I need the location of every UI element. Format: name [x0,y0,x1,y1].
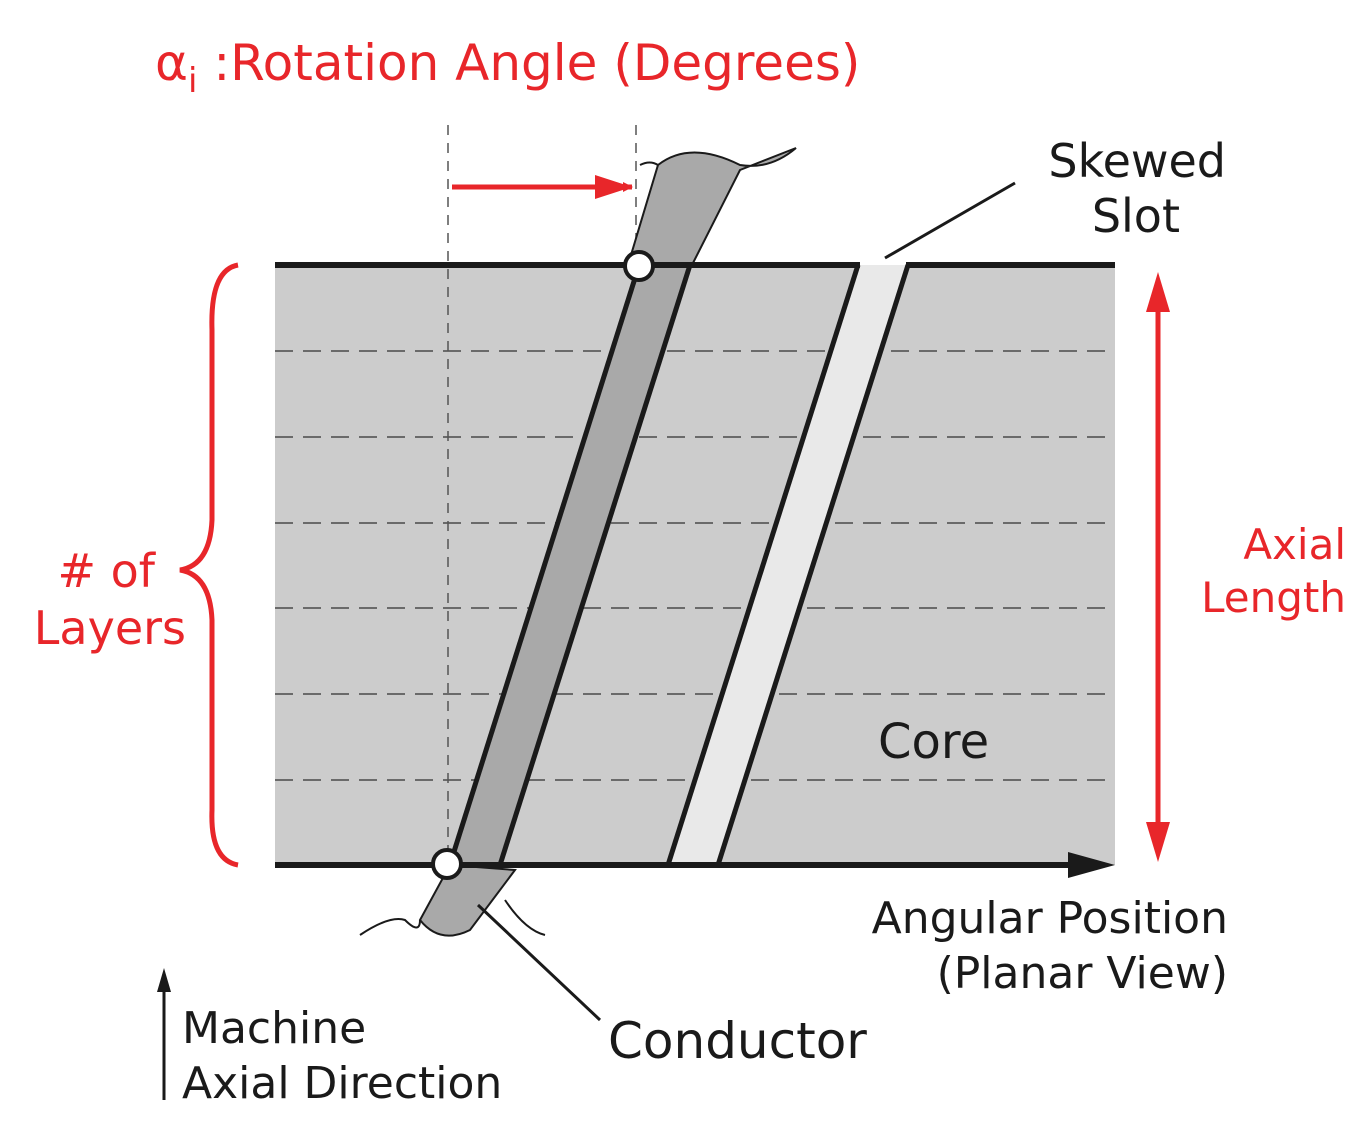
skewed-slot [668,265,908,865]
conductor-label: Conductor [608,1012,867,1070]
conductor [448,265,692,865]
conductor-bottom-point [431,848,463,880]
angular-position-label-2: (Planar View) [937,948,1228,999]
machine-axial-label: Machine [182,1003,366,1054]
angular-axis-arrowhead [1068,852,1115,878]
layers-label-2: Layers [34,601,186,655]
axial-length-arrow [1146,272,1170,862]
conductor-top-point [623,250,655,282]
conductor-pointer [476,903,602,1022]
core-region [275,265,1115,865]
axial-length-label: Axial [1243,520,1346,569]
machine-axial-arrow [157,968,171,1100]
core-label: Core [878,714,989,770]
skewed-slot-label-2: Slot [1092,189,1180,243]
layers-label: # of [57,544,156,598]
machine-axial-label-2: Axial Direction [182,1058,502,1109]
rotation-angle-title: αi :Rotation Angle (Degrees) [155,34,860,101]
skewed-slot-label: Skewed [1048,134,1226,188]
layers-brace [179,262,239,868]
axial-length-label-2: Length [1201,573,1346,622]
conductor-top-extension [626,147,797,266]
skewed-slot-pointer [884,181,1016,260]
angular-position-label: Angular Position [872,893,1228,944]
